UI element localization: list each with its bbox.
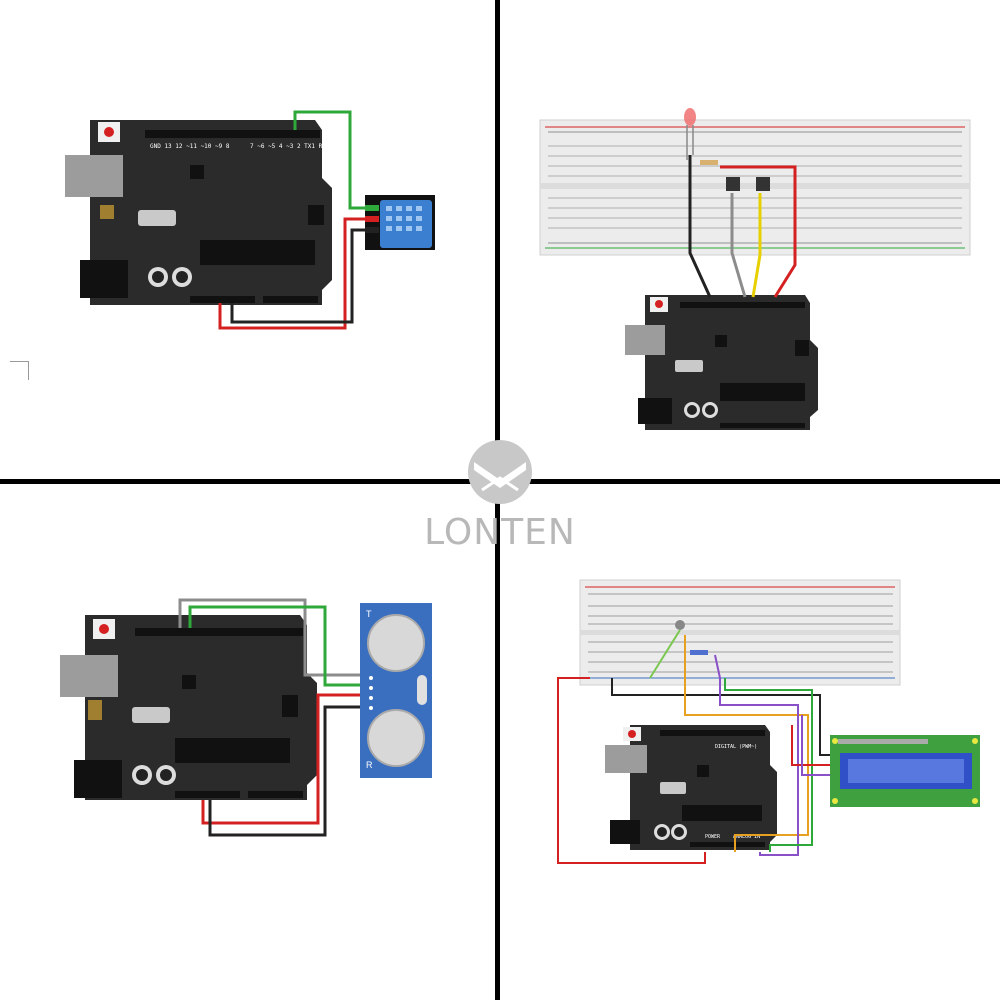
watermark-text: LONTEN <box>424 512 576 553</box>
led-icon <box>684 108 696 160</box>
resistor-icon <box>690 650 708 655</box>
svg-text:DIGITAL (PWM~): DIGITAL (PWM~) <box>715 744 757 750</box>
arduino-board: DIGITAL (PWM~) POWER ANALOG IN <box>605 725 777 850</box>
diagram-lcd-thermistor: DIGITAL (PWM~) POWER ANALOG IN <box>550 575 990 875</box>
arduino-board: GND 13 12 ~11 ~10 ~9 8 7 ~6 ~5 4 ~3 2 TX… <box>65 120 332 305</box>
corner-mark <box>10 361 29 380</box>
ultrasonic-sensor-icon: T R <box>360 603 432 778</box>
svg-text:ANALOG IN: ANALOG IN <box>733 834 760 840</box>
diagram-arduino-dht11: GND 13 12 ~11 ~10 ~9 8 7 ~6 ~5 4 ~3 2 TX… <box>60 100 435 340</box>
usb-port-icon <box>605 745 647 773</box>
svg-text:7 ~6 ~5 4 ~3 2 TX1 RX0: 7 ~6 ~5 4 ~3 2 TX1 RX0 <box>250 143 330 150</box>
svg-text:T: T <box>366 609 372 619</box>
resistor-icon <box>700 160 718 165</box>
lcd-1602-icon <box>830 735 980 807</box>
watermark: LONTEN <box>420 440 580 560</box>
breadboard <box>579 579 901 686</box>
atmega-chip-icon <box>175 738 290 763</box>
diagram-ultrasonic: T R <box>60 595 440 845</box>
dht11-sensor <box>365 195 435 250</box>
arduino-board <box>625 295 818 430</box>
atmega-chip-icon <box>200 240 315 265</box>
wires <box>688 155 797 298</box>
chip-icon <box>190 165 204 179</box>
usb-port-icon <box>65 155 123 197</box>
usb-port-icon <box>60 655 118 697</box>
wires <box>557 629 830 864</box>
crystal-icon <box>138 210 176 226</box>
usb-port-icon <box>625 325 665 355</box>
breadboard <box>539 119 971 256</box>
svg-text:POWER: POWER <box>705 834 721 840</box>
svg-text:R: R <box>366 760 373 770</box>
atmega-chip-icon <box>720 383 805 401</box>
power-jack-icon <box>80 260 128 298</box>
power-jack-icon <box>610 820 640 844</box>
push-button-icon <box>756 177 770 191</box>
svg-text:GND 13 12 ~11 ~10 ~9 8: GND 13 12 ~11 ~10 ~9 8 <box>150 143 230 150</box>
arduino-board <box>60 615 317 800</box>
power-jack-icon <box>74 760 122 798</box>
push-button-icon <box>726 177 740 191</box>
lonten-logo-icon <box>468 440 532 504</box>
thermistor-icon <box>675 620 685 630</box>
diagram-led-buttons <box>539 105 971 435</box>
wires <box>178 598 360 837</box>
atmega-chip-icon <box>682 805 762 821</box>
power-jack-icon <box>638 398 672 424</box>
wires <box>218 110 365 330</box>
